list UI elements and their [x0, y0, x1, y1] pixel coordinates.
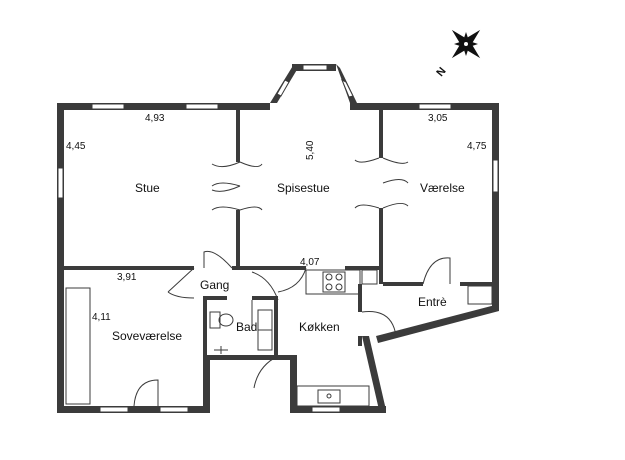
- dim-mid-width: 4,07: [300, 257, 320, 268]
- interior-walls: [64, 110, 494, 360]
- dim-vaerelse-depth: 4,75: [467, 141, 487, 152]
- compass: [451, 29, 481, 59]
- room-label-entre: Entrè: [418, 295, 447, 309]
- room-label-sovevaerelse: Soveværelse: [112, 329, 182, 343]
- room-label-gang: Gang: [200, 278, 229, 292]
- room-label-spisestue: Spisestue: [277, 181, 330, 195]
- compass-north-label: N: [434, 65, 448, 79]
- dim-vaerelse-width: 3,05: [428, 113, 448, 124]
- room-label-bad: Bad: [236, 320, 257, 334]
- fixtures: [65, 269, 493, 407]
- room-label-stue: Stue: [135, 181, 160, 195]
- dim-stue-width: 4,93: [145, 113, 165, 124]
- dim-sove-depth: 4,11: [92, 312, 111, 323]
- room-label-koekken: Køkken: [299, 320, 340, 334]
- dim-stue-depth: 4,45: [66, 141, 86, 152]
- windows: [57, 64, 499, 413]
- doors: [133, 157, 451, 407]
- dim-sove-width: 3,91: [117, 272, 137, 283]
- dim-spisestue-length: 5,40: [305, 140, 316, 160]
- room-label-vaerelse: Værelse: [420, 181, 465, 195]
